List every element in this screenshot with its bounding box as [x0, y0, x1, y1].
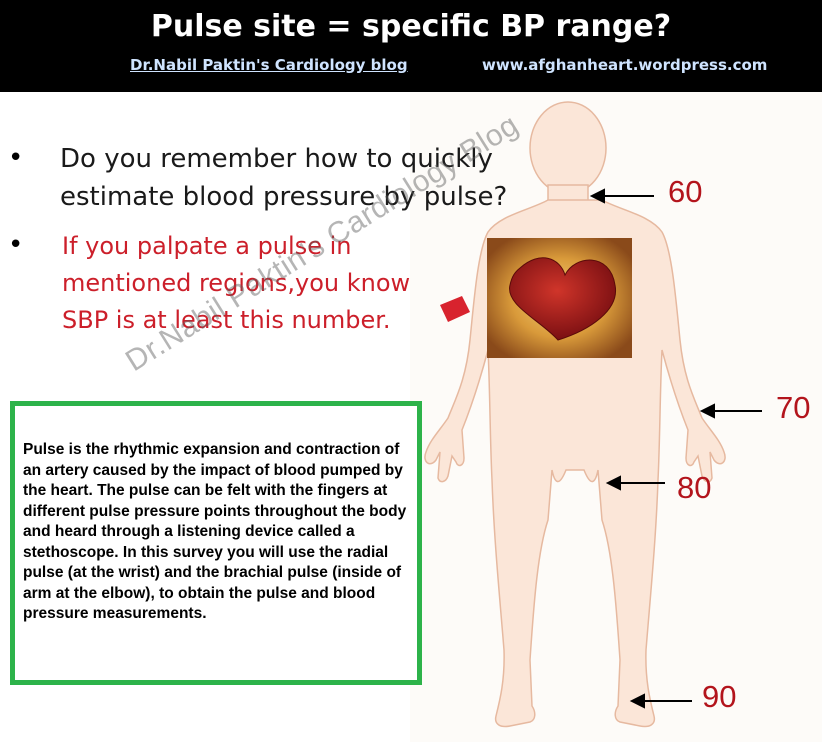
- heart-image: [487, 238, 632, 358]
- info-box: Pulse is the rhythmic expansion and cont…: [10, 401, 422, 685]
- question-text: Do you remember how to quickly estimate …: [60, 144, 508, 212]
- carotid-arrow-icon: [589, 188, 654, 204]
- bp-label-pedal: 90: [702, 679, 737, 714]
- site-url: www.afghanheart.wordpress.com: [482, 56, 768, 74]
- pointer-arrow-icon: [440, 296, 470, 322]
- femoral-arrow-icon: [605, 475, 665, 491]
- bp-label-radial: 70: [776, 390, 811, 425]
- bullet-icon: •: [8, 230, 24, 260]
- header-bar: [0, 0, 822, 92]
- statement-text: If you palpate a pulse in mentioned regi…: [62, 232, 411, 334]
- bp-label-carotid: 60: [668, 174, 703, 209]
- bp-label-femoral: 80: [677, 470, 712, 505]
- blog-link[interactable]: Dr.Nabil Paktin's Cardiology blog: [130, 56, 408, 74]
- bullet-icon: •: [8, 143, 24, 173]
- pedal-arrow-icon: [629, 693, 692, 709]
- radial-arrow-icon: [699, 403, 762, 419]
- page-title: Pulse site = specific BP range?: [150, 9, 672, 44]
- info-text: Pulse is the rhythmic expansion and cont…: [23, 441, 407, 622]
